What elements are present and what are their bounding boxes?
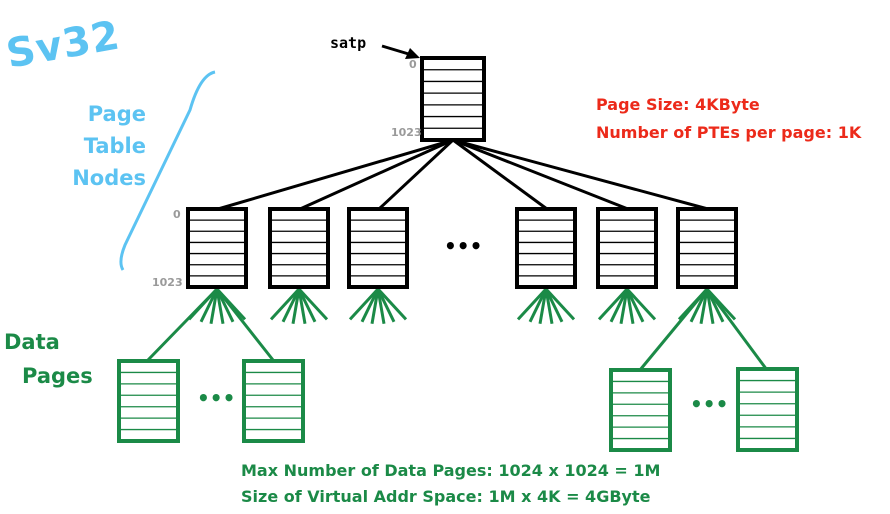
pointer-line	[452, 138, 629, 211]
data-page	[242, 359, 305, 443]
pointer-line	[377, 138, 455, 211]
page-outline	[186, 207, 248, 289]
pte-fan-line	[199, 288, 219, 323]
pte-fan-line	[699, 288, 709, 325]
root-page-table	[420, 56, 486, 142]
pte-fan-line	[269, 287, 301, 321]
ptes-per-page-text: Number of PTEs per page: 1K	[596, 123, 862, 142]
page-size-text: Page Size: 4KByte	[596, 95, 760, 114]
pte-fan-line	[597, 287, 629, 321]
data-pointer-line	[146, 287, 219, 362]
page-outline	[596, 207, 658, 289]
second-level-page-table	[268, 207, 330, 289]
page-outline	[242, 359, 305, 443]
data-page	[117, 359, 180, 443]
pte-fan-line	[297, 288, 307, 325]
pte-fan-line	[376, 287, 408, 321]
pointer-line	[452, 138, 548, 211]
max-data-pages-text: Max Number of Data Pages: 1024 x 1024 = …	[241, 461, 661, 480]
page-outline	[420, 56, 486, 142]
data-pointer-line	[638, 288, 709, 371]
pte-fan-line	[705, 288, 715, 325]
pte-fan-line	[297, 288, 317, 323]
virtual-addr-space-text: Size of Virtual Addr Space: 1M x 4K = 4G…	[241, 487, 651, 506]
pte-fan-line	[625, 288, 645, 323]
page-table-nodes-label: Page Table Nodes	[62, 98, 146, 194]
page-outline	[515, 207, 577, 289]
page-outline	[676, 207, 738, 289]
pte-fan-line	[281, 288, 301, 323]
node-ellipsis: •••	[444, 234, 483, 258]
label-line: Pages	[22, 364, 93, 388]
pte-fan-line	[538, 288, 548, 325]
second-level-page-table	[596, 207, 658, 289]
data-page	[736, 367, 799, 452]
data-page	[609, 368, 672, 452]
right-data-ellipsis: •••	[690, 392, 729, 416]
pte-fan-line	[360, 288, 380, 323]
pte-fan-line	[376, 288, 396, 323]
pte-fan-line	[516, 287, 548, 321]
pte-fan-line	[291, 288, 301, 325]
label-line: Page	[87, 102, 146, 126]
second-level-page-table	[186, 207, 248, 289]
pointer-line	[217, 138, 454, 211]
second-level-page-table	[515, 207, 577, 289]
satp-label: satp	[330, 34, 367, 52]
page-outline	[117, 359, 180, 443]
pte-fan-line	[619, 288, 629, 325]
pte-fan-line	[625, 287, 657, 321]
second-level-page-table	[676, 207, 738, 289]
node-index-first: 0	[173, 208, 181, 221]
label-line: Table	[83, 134, 146, 158]
pte-fan-line	[297, 287, 329, 321]
data-pointer-line	[215, 288, 275, 361]
pte-fan-line	[215, 288, 225, 325]
node-index-last: 1023	[152, 276, 183, 289]
pte-fan-line	[370, 288, 380, 325]
satp-arrowhead	[405, 48, 420, 59]
pte-fan-line	[209, 288, 219, 325]
page-outline	[268, 207, 330, 289]
data-pages-label: Data Pages	[4, 325, 93, 393]
bracket-line	[119, 70, 216, 271]
pte-fan-line	[528, 288, 548, 323]
pte-fan-line	[609, 288, 629, 323]
data-pointer-line	[705, 288, 769, 371]
pointer-line	[299, 138, 454, 211]
label-line: Nodes	[72, 166, 146, 190]
satp-arrow	[381, 44, 413, 57]
pte-fan-line	[544, 288, 564, 323]
pte-fan-line	[544, 287, 576, 321]
root-index-first: 0	[409, 58, 417, 71]
page-outline	[736, 367, 799, 452]
second-level-page-table	[347, 207, 409, 289]
pointer-line	[452, 138, 709, 211]
left-data-ellipsis: •••	[197, 386, 236, 410]
page-outline	[609, 368, 672, 452]
pte-fan-line	[625, 288, 635, 325]
label-line: Data	[4, 330, 60, 354]
root-index-last: 1023	[391, 126, 422, 139]
page-outline	[347, 207, 409, 289]
pte-fan-line	[544, 288, 554, 325]
pte-fan-line	[376, 288, 386, 325]
pte-fan-line	[348, 287, 380, 321]
